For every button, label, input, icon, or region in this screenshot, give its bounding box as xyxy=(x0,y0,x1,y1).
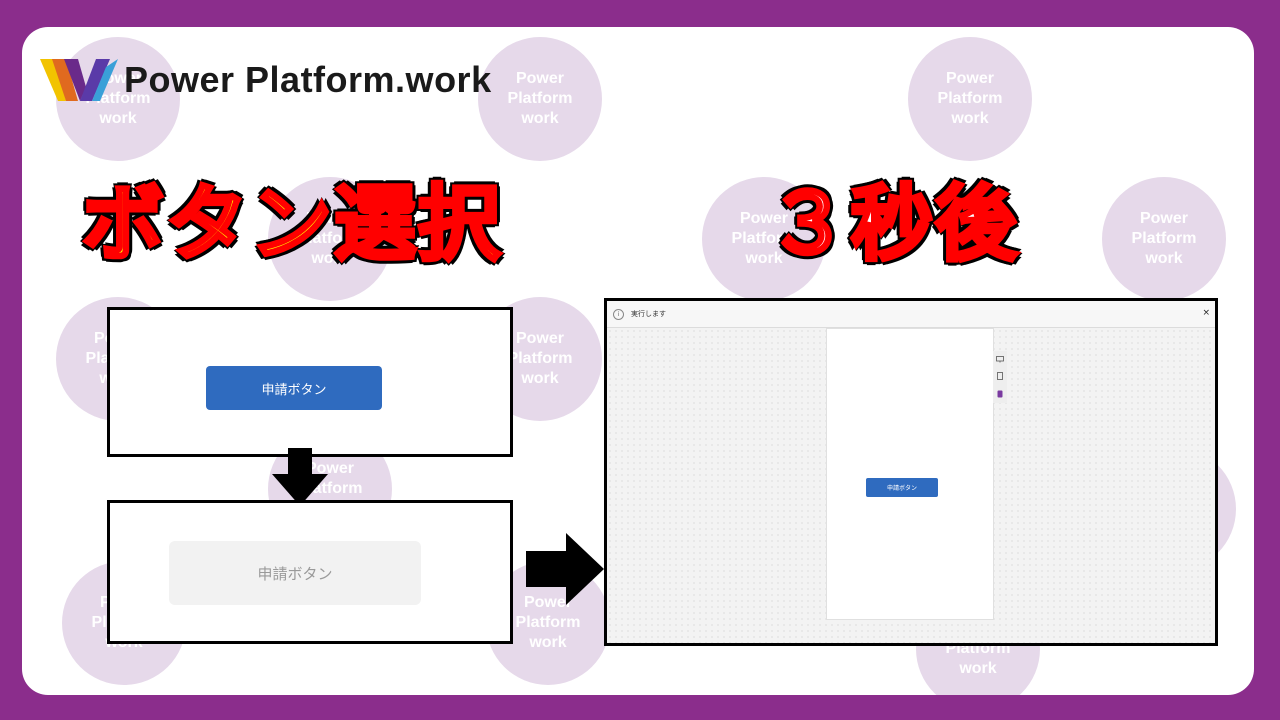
close-icon[interactable]: × xyxy=(1202,308,1210,318)
app-preview-window: i 実行します × 申請ボタン xyxy=(604,298,1218,646)
monitor-icon[interactable] xyxy=(996,355,1004,363)
device-toolbar xyxy=(993,351,1007,403)
headline-left: ボタン選択 xyxy=(80,175,503,274)
phone-icon[interactable] xyxy=(997,390,1003,398)
preview-submit-button[interactable]: 申請ボタン xyxy=(866,478,938,497)
app-frame: 申請ボタン xyxy=(826,328,994,620)
dialog-title: 実行します xyxy=(631,310,666,318)
brand-header: Power Platform.work xyxy=(40,55,492,105)
after-panel: 申請ボタン xyxy=(107,500,513,644)
before-panel: 申請ボタン xyxy=(107,307,513,457)
tablet-icon[interactable] xyxy=(997,372,1003,381)
info-icon: i xyxy=(613,308,624,320)
submit-button-active[interactable]: 申請ボタン xyxy=(206,366,382,410)
brand-logo-icon xyxy=(40,59,118,101)
brand-name: Power Platform.work xyxy=(124,59,492,100)
down-arrow-icon xyxy=(272,448,328,506)
right-arrow-icon xyxy=(526,533,604,605)
dialog-bar: i 実行します × xyxy=(607,301,1215,328)
headline-right: ３秒後 xyxy=(765,175,1020,274)
submit-button-disabled: 申請ボタン xyxy=(169,541,421,605)
